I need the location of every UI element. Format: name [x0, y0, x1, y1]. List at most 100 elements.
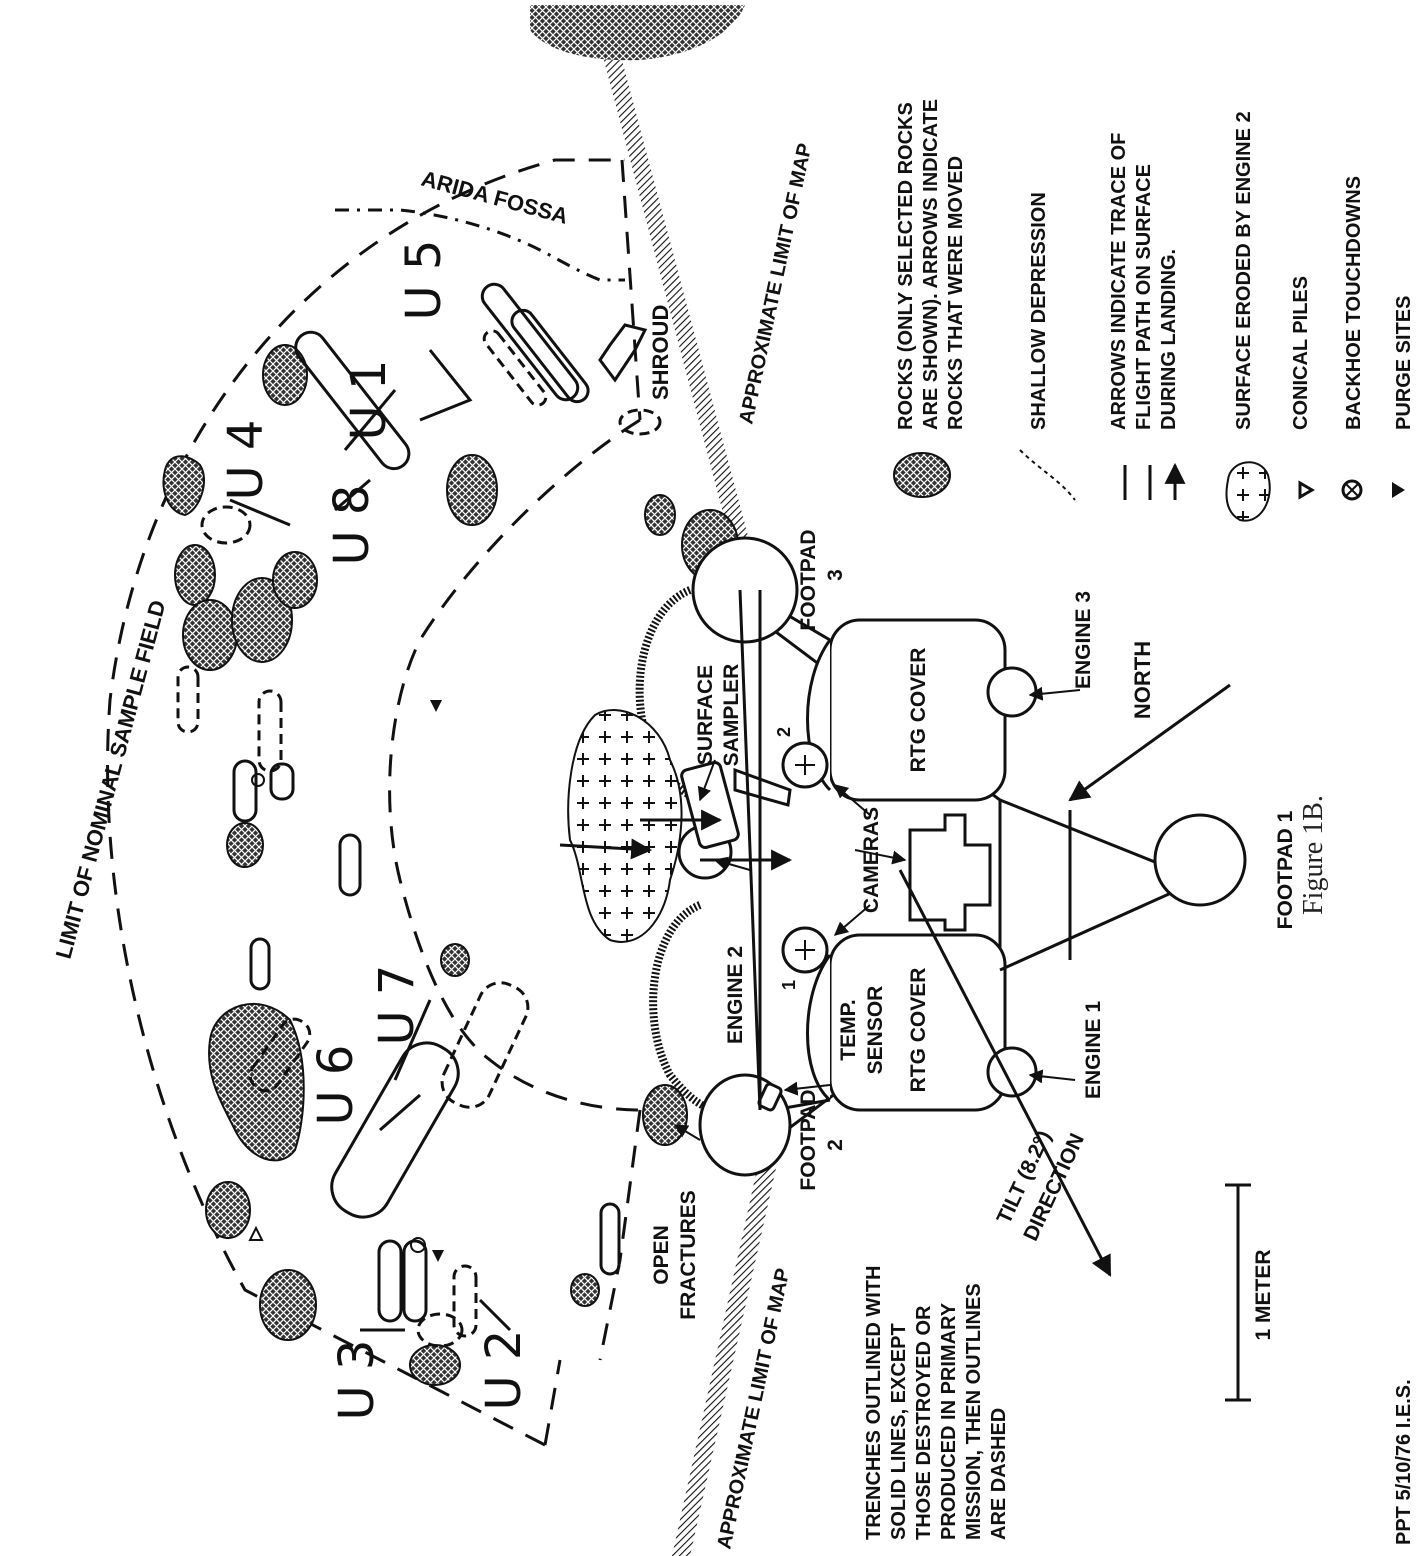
trench-u5-label: U 5 — [396, 240, 452, 321]
arida-fossa-line — [335, 208, 625, 282]
scale-bar — [1225, 1183, 1251, 1402]
trenches-solid — [232, 282, 621, 1323]
camera-2-label: 2 — [774, 727, 794, 737]
rock — [226, 822, 264, 868]
flight-path-trace — [738, 589, 762, 1111]
approx-limit-bottom-label: APPROXIMATE LIMIT OF MAP — [713, 1266, 794, 1551]
field-symbols — [248, 700, 444, 1262]
rock-icon — [893, 452, 951, 498]
rock — [644, 494, 676, 536]
trench-long — [599, 1202, 621, 1276]
note-line-4: PRODUCED IN PRIMARY — [938, 1302, 960, 1540]
trench-u3 — [377, 1239, 403, 1323]
svg-text:DURING LANDING.: DURING LANDING. — [1158, 249, 1180, 430]
surface-sampler-head — [680, 761, 740, 849]
tilt-direction-line — [898, 869, 1112, 1277]
footpad-2-number: 2 — [824, 1139, 847, 1151]
trench-b — [338, 833, 362, 897]
engine-1-label: ENGINE 1 — [1082, 1001, 1105, 1099]
legend-backhoe: BACKHOE TOUCHDOWNS — [1341, 176, 1365, 501]
footpad-3-label: FOOTPAD — [797, 529, 820, 630]
svg-text:ARROWS INDICATE TRACE OF: ARROWS INDICATE TRACE OF — [1108, 133, 1130, 430]
engine2-erosion-mound — [649, 901, 721, 1114]
legend-eroded: SURFACE ERODED BY ENGINE 2 — [1225, 111, 1271, 522]
legend-purge: PURGE SITES — [1392, 296, 1415, 498]
svg-text:ROCKS (ONLY SELECTED ROCKS: ROCKS (ONLY SELECTED ROCKS — [895, 102, 917, 430]
conical-pile-icon — [248, 1225, 264, 1241]
arida-fossa-label: ARIDA FOSSA — [419, 166, 571, 229]
rtg-cover-top-label: RTG COVER — [907, 648, 930, 773]
engine-2-label: ENGINE 2 — [724, 946, 747, 1044]
note-line-6: ARE DASHED — [988, 1408, 1010, 1540]
triangle-down-icon — [1392, 482, 1405, 498]
trench-u3b — [402, 1239, 428, 1323]
svg-text:PURGE SITES: PURGE SITES — [1393, 296, 1415, 430]
north-label: NORTH — [1130, 641, 1155, 719]
rock — [262, 344, 308, 406]
electronics-box — [908, 813, 992, 932]
rock — [162, 455, 205, 517]
eroded-icon — [1225, 461, 1271, 522]
shroud-outline — [598, 323, 648, 383]
rock — [440, 943, 470, 977]
legend-conical: CONICAL PILES — [1290, 276, 1315, 500]
cameras-label: CAMERAS — [860, 807, 883, 913]
circle-x-icon — [1341, 479, 1363, 501]
svg-text:ROCKS THAT WERE MOVED: ROCKS THAT WERE MOVED — [945, 156, 967, 430]
svg-text:BACKHOE TOUCHDOWNS: BACKHOE TOUCHDOWNS — [1343, 176, 1365, 430]
trench-u4-label: U 4 — [218, 420, 274, 501]
footpad-3-number: 3 — [824, 569, 847, 581]
scale-label: 1 METER — [1252, 1249, 1275, 1340]
rock — [208, 1003, 305, 1162]
trench-a — [269, 762, 295, 801]
approx-limit-band-bottom — [672, 1110, 788, 1556]
trench-u6-label: U 6 — [308, 1045, 364, 1126]
footpad-3 — [691, 536, 799, 644]
rock — [446, 454, 498, 526]
legend-flight-trace: ARROWS INDICATE TRACE OF FLIGHT PATH ON … — [1108, 133, 1180, 500]
rock — [642, 1084, 688, 1146]
surface-sampler-label-1: SURFACE — [694, 665, 717, 765]
svg-text:SHALLOW DEPRESSION: SHALLOW DEPRESSION — [1028, 192, 1050, 430]
figure-caption: Figure 1B. — [1298, 795, 1329, 915]
footpad-2-label: FOOTPAD — [797, 1089, 820, 1190]
svg-text:ARE SHOWN). ARROWS INDICATE: ARE SHOWN). ARROWS INDICATE — [920, 99, 942, 430]
lander — [559, 536, 1247, 1277]
rtg-cover-bottom-label: RTG COVER — [907, 968, 930, 1093]
shroud-label: SHROUD — [648, 305, 673, 400]
svg-text:CONICAL PILES: CONICAL PILES — [1290, 276, 1312, 430]
purge-site-icon — [432, 1250, 444, 1262]
depression-icon — [1019, 449, 1076, 501]
trench-u5 — [480, 282, 580, 402]
trench-u3-label: U 3 — [329, 1340, 385, 1421]
trench-labels: U 1 U 2 U 3 U 4 U 5 U 6 U 7 U 8 — [218, 240, 532, 1421]
trench-u2-label: U 2 — [476, 1330, 532, 1411]
engine-3-label: ENGINE 3 — [1072, 591, 1095, 689]
open-fractures-label-1: OPEN — [650, 1225, 673, 1285]
camera-1-label: 1 — [779, 980, 799, 990]
footpad-1-label: FOOTPAD 1 — [1274, 810, 1297, 929]
note-line-3: THOSE DESTROYED OR — [913, 1305, 935, 1540]
rock — [205, 1181, 251, 1239]
footpad-1 — [1153, 813, 1247, 907]
trench-u1 — [294, 330, 411, 471]
temp-sensor-label-1: TEMP. — [837, 999, 860, 1060]
rock — [182, 599, 238, 671]
rock — [409, 1344, 461, 1386]
legend-depression: SHALLOW DEPRESSION — [1019, 192, 1076, 501]
trench-leader-lines — [229, 349, 512, 1332]
approx-limit-band-top — [596, 30, 765, 604]
rock — [259, 1269, 317, 1341]
trench-note: TRENCHES OUTLINED WITH SOLID LINES, EXCE… — [863, 1266, 1010, 1540]
trench-u5b — [510, 308, 590, 404]
rock — [231, 577, 293, 663]
backhoe-touchdown-icon — [251, 773, 265, 787]
svg-text:FLIGHT PATH ON SURFACE: FLIGHT PATH ON SURFACE — [1133, 164, 1155, 430]
arrow-icon — [1123, 465, 1175, 500]
note-line-5: MISSION, THEN OUTLINES — [963, 1283, 985, 1540]
eroded-surface — [567, 709, 683, 943]
temp-sensor-label-2: SENSOR — [864, 986, 887, 1075]
trench-u8-label: U 8 — [324, 485, 380, 566]
rock — [570, 1273, 600, 1307]
